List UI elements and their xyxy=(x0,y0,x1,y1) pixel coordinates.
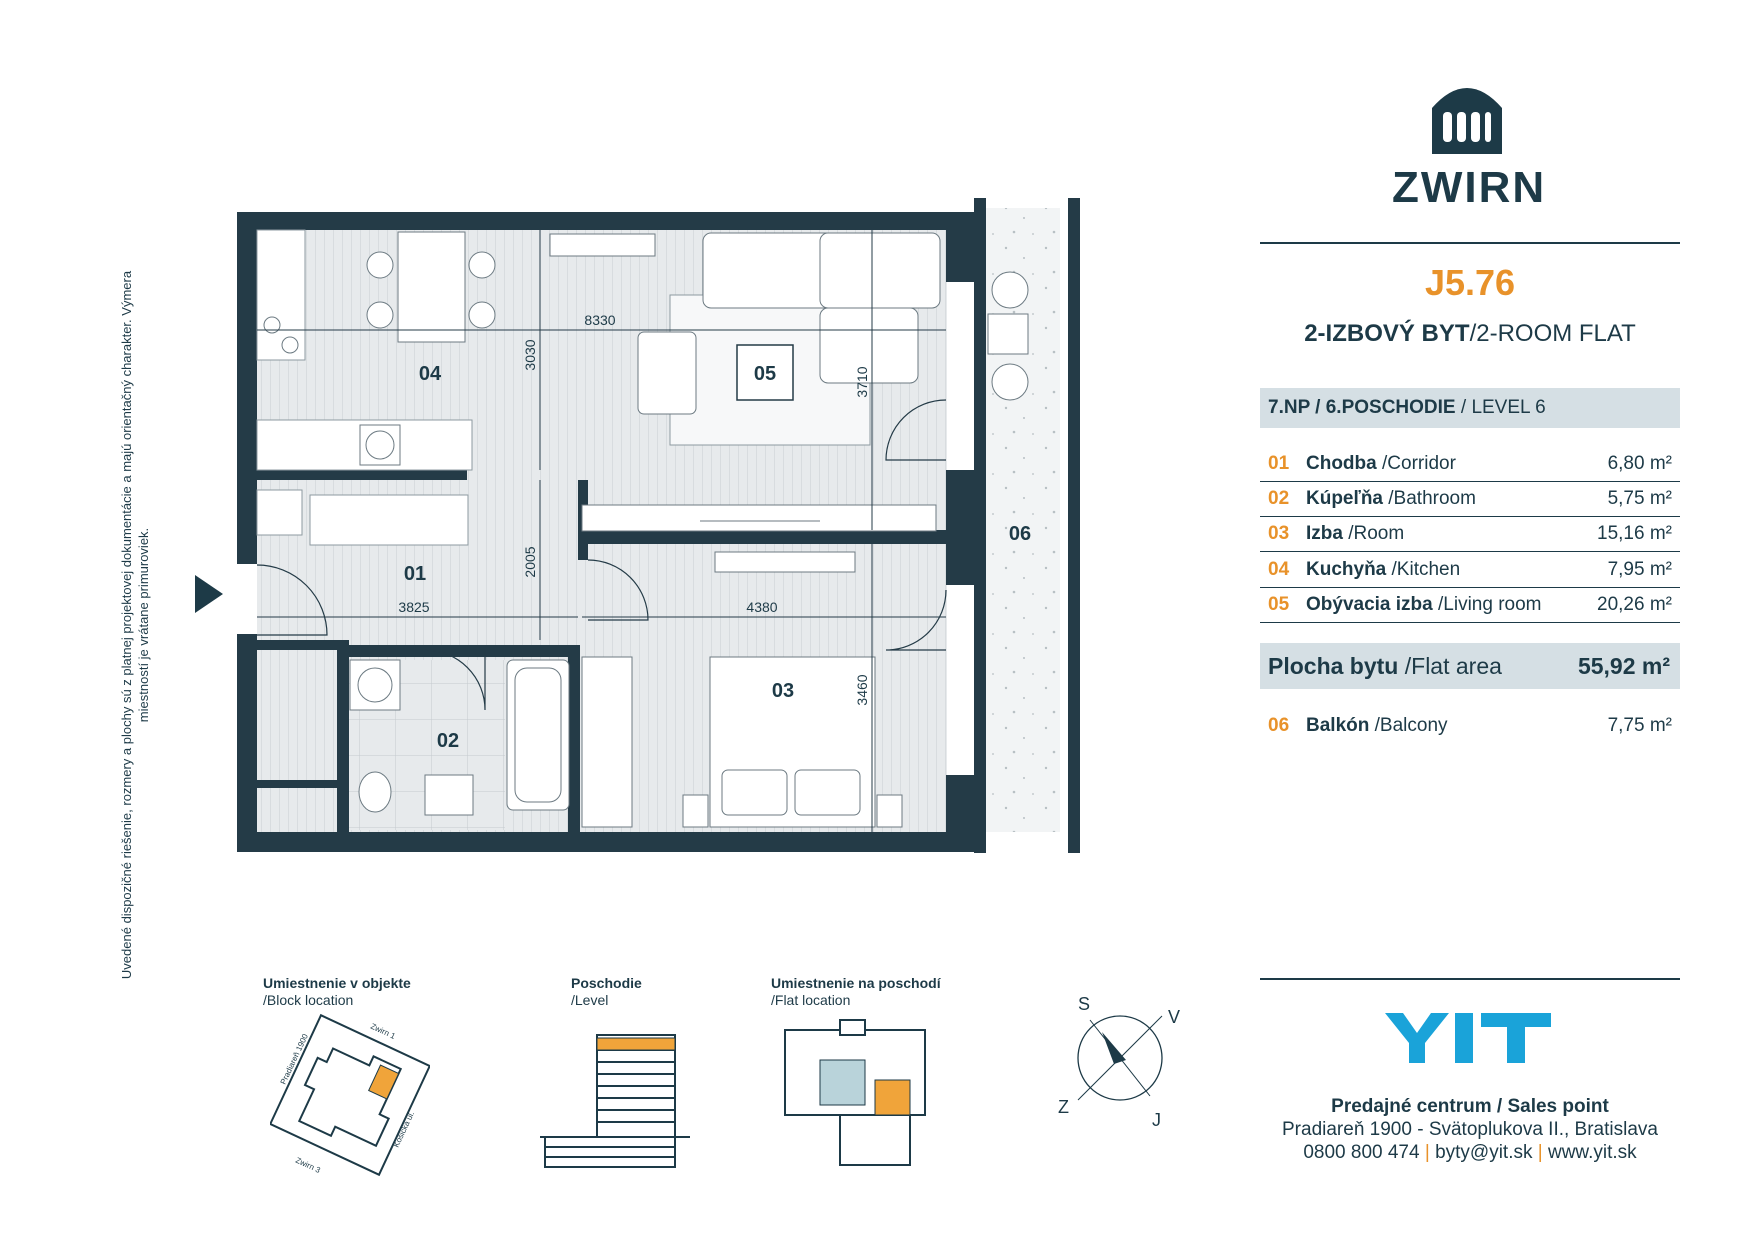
room-name-en: /Room xyxy=(1342,523,1405,544)
room-name-sk: Izba xyxy=(1306,523,1343,544)
compass-icon: S V Z J xyxy=(1058,994,1180,1130)
street-label: Zwirn 1 xyxy=(369,1022,397,1041)
room-area: 20,26 m² xyxy=(1597,594,1672,615)
level-title-en: /Level xyxy=(571,992,609,1008)
room-area: 5,75 m² xyxy=(1607,488,1672,509)
street-label: Zwirn 3 xyxy=(294,1156,322,1175)
sales-web[interactable]: www.yit.sk xyxy=(1547,1142,1637,1163)
street-label: Pradiareň 1900 xyxy=(279,1032,311,1086)
room-label-06: 06 xyxy=(1009,523,1031,545)
building-arches-icon xyxy=(1432,88,1502,154)
sales-address: Pradiareň 1900 - Svätoplukova II., Brati… xyxy=(1282,1119,1658,1140)
room-row-05: 05 Obývacia izba /Living room 20,26 m² xyxy=(1260,588,1680,623)
room-num: 04 xyxy=(1268,559,1290,580)
compass-east: V xyxy=(1168,1007,1180,1027)
room-name: Balkón /Balcony xyxy=(1306,709,1448,743)
flat-area-bar: Plocha bytu /Flat area 55,92 m² xyxy=(1260,643,1680,689)
room-name: Kuchyňa /Kitchen xyxy=(1306,553,1460,587)
disclaimer-note: Uvedené dispozičné riešenie, rozmery a p… xyxy=(119,270,151,980)
dimension-label: 8330 xyxy=(584,312,615,328)
yit-logo xyxy=(1385,1013,1551,1063)
sales-title: Predajné centrum / Sales point xyxy=(1331,1096,1609,1117)
room-area: 6,80 m² xyxy=(1607,453,1672,474)
brand-name: ZWIRN xyxy=(1392,163,1547,212)
room-label-04: 04 xyxy=(419,363,442,385)
block-location-title-sk: Umiestnenie v objekte xyxy=(263,975,411,991)
compass-west: Z xyxy=(1058,1097,1069,1117)
sales-phone[interactable]: 0800 800 474 xyxy=(1303,1142,1420,1163)
level-sk: 7.NP / 6.POSCHODIE xyxy=(1268,397,1456,418)
level-title: Poschodie /Level xyxy=(571,975,642,1009)
room-name: Obývacia izba /Living room xyxy=(1306,588,1542,622)
flat-type-en: /2-ROOM FLAT xyxy=(1469,320,1636,347)
room-label-01: 01 xyxy=(404,563,426,585)
block-location-title: Umiestnenie v objekte /Block location xyxy=(263,975,411,1009)
flat-area-label-en: /Flat area xyxy=(1398,653,1502,679)
room-name-en: /Corridor xyxy=(1376,453,1456,474)
room-row-04: 04 Kuchyňa /Kitchen 7,95 m² xyxy=(1260,553,1680,588)
block-location-title-en: /Block location xyxy=(263,992,354,1008)
room-name-en: /Balcony xyxy=(1369,715,1448,736)
flat-area-label: Plocha bytu /Flat area xyxy=(1268,643,1502,689)
room-area: 7,75 m² xyxy=(1607,715,1672,736)
divider xyxy=(1260,242,1680,244)
block-location-map: Zwirn 1 Pradiareň 1900 Zwirn 3 Košická u… xyxy=(270,1013,430,1177)
room-name: Chodba /Corridor xyxy=(1306,447,1456,481)
room-num: 01 xyxy=(1268,453,1290,474)
room-label-02: 02 xyxy=(437,730,459,752)
dimension-label: 3030 xyxy=(522,339,538,370)
room-name-en: /Living room xyxy=(1432,594,1542,615)
flat-area-label-sk: Plocha bytu xyxy=(1268,653,1399,679)
compass-north: S xyxy=(1078,994,1090,1014)
dimension-label: 3460 xyxy=(854,674,870,705)
flat-location-map xyxy=(784,1019,926,1166)
room-row-01: 01 Chodba /Corridor 6,80 m² xyxy=(1260,447,1680,482)
flat-area-value: 55,92 m² xyxy=(1577,653,1670,679)
dimension-label: 2005 xyxy=(522,546,538,577)
room-name-sk: Kuchyňa xyxy=(1306,559,1387,580)
room-name-en: /Bathroom xyxy=(1383,488,1476,509)
room-label-03: 03 xyxy=(772,680,794,702)
sales-email[interactable]: byty@yit.sk xyxy=(1435,1142,1533,1163)
entry-arrow-icon xyxy=(195,575,223,613)
room-name-sk: Chodba xyxy=(1306,453,1377,474)
street-label: Košická ul. xyxy=(392,1110,417,1149)
dimension-label: 4380 xyxy=(746,599,777,615)
sales-contacts: 0800 800 474 | byty@yit.sk | www.yit.sk xyxy=(1303,1142,1637,1163)
level-bar: 7.NP / 6.POSCHODIE / LEVEL 6 xyxy=(1260,388,1680,428)
dimension-label: 3825 xyxy=(398,599,429,615)
flat-type-sk: 2-IZBOVÝ BYT xyxy=(1304,320,1470,347)
room-label-05: 05 xyxy=(754,363,776,385)
divider xyxy=(1260,978,1680,980)
room-name-sk: Balkón xyxy=(1306,715,1370,736)
room-num: 05 xyxy=(1268,594,1290,615)
flat-location-title-en: /Flat location xyxy=(771,992,851,1008)
flat-code: J5.76 xyxy=(1424,262,1516,303)
room-name-sk: Obývacia izba xyxy=(1306,594,1433,615)
level-title-sk: Poschodie xyxy=(571,975,642,991)
compass-south: J xyxy=(1152,1110,1161,1130)
room-name-sk: Kúpeľňa xyxy=(1306,488,1383,509)
room-name-en: /Kitchen xyxy=(1386,559,1461,580)
dimension-label: 3710 xyxy=(854,366,870,397)
room-row-03: 03 Izba /Room 15,16 m² xyxy=(1260,517,1680,552)
room-area: 15,16 m² xyxy=(1597,523,1672,544)
floor-plan: 8330 3030 3710 3825 2005 4380 3460 01 02… xyxy=(237,198,1080,853)
room-area: 7,95 m² xyxy=(1607,559,1672,580)
level-diagram xyxy=(540,1034,690,1168)
level-en: / LEVEL 6 xyxy=(1455,397,1546,418)
flat-type: 2-IZBOVÝ BYT/2-ROOM FLAT xyxy=(1260,320,1680,348)
room-name: Kúpeľňa /Bathroom xyxy=(1306,482,1476,516)
room-num: 03 xyxy=(1268,523,1290,544)
balcony-row: 06 Balkón /Balcony 7,75 m² xyxy=(1260,709,1680,743)
flat-location-title-sk: Umiestnenie na poschodí xyxy=(771,975,941,991)
room-name: Izba /Room xyxy=(1306,517,1404,551)
room-row-02: 02 Kúpeľňa /Bathroom 5,75 m² xyxy=(1260,482,1680,517)
zwirn-logo: ZWIRN xyxy=(1392,78,1547,213)
flat-location-title: Umiestnenie na poschodí /Flat location xyxy=(771,975,941,1009)
room-num: 02 xyxy=(1268,488,1290,509)
room-num: 06 xyxy=(1268,715,1290,736)
